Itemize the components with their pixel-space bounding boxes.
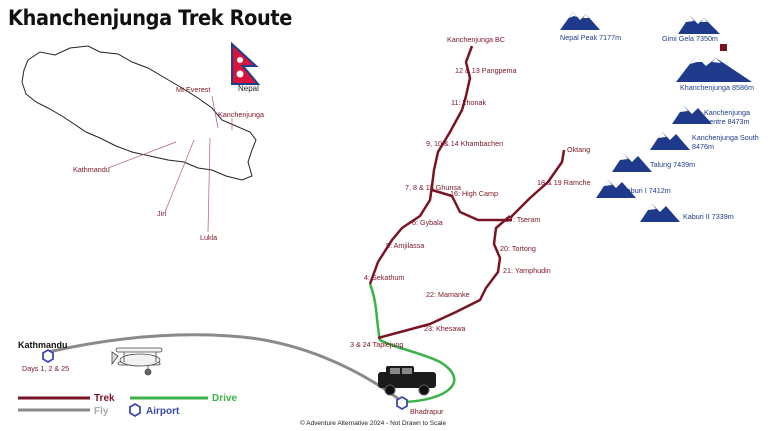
peak-icon: [678, 16, 720, 34]
label-khambachen: 9, 10 & 14 Khambachen: [426, 139, 503, 148]
trek-route: [368, 45, 566, 340]
label-ramche: 18 & 19 Ramche: [537, 178, 591, 187]
label-tseram: 17: Tseram: [505, 215, 540, 224]
peak-icon: [650, 132, 690, 150]
map-title: Khanchenjunga Trek Route: [8, 6, 292, 30]
drive-route: [368, 283, 456, 404]
bhadrapur-airport-icon: [396, 395, 408, 411]
label-high-camp: 16: High Camp: [450, 189, 498, 198]
label-khanchenjunga: Khanchenjunga 8586m: [680, 83, 754, 92]
label-gimi-gela: Gimi Gela 7350m: [662, 34, 718, 43]
peaks: Nepal Peak 7177m Gimi Gela 7350m Khanche…: [560, 12, 759, 222]
peak-icon: [560, 12, 600, 30]
nepal-flag-icon: [231, 41, 261, 85]
inset-label-everest: Mt Everest: [176, 85, 210, 94]
inset-leader-lines: [107, 95, 233, 233]
label-kanchenjunga-south-2: 8476m: [692, 142, 714, 151]
label-kaburi-ii: Kaburi II 7339m: [683, 212, 734, 221]
route-labels: Kanchenjunga BC 12 & 13 Pangpema 11: Lho…: [350, 35, 591, 416]
label-kaburi-i: Kaburi I 7412m: [622, 186, 671, 195]
peak-icon: [596, 180, 636, 198]
peak-icon: [640, 204, 680, 222]
legend-drive-label: Drive: [212, 393, 237, 404]
label-yamphudin: 21: Yamphudin: [503, 266, 551, 275]
label-kanchenjunga-centre-1: Kanchenjunga: [704, 108, 750, 117]
label-gybala: 6: Gybala: [412, 218, 443, 227]
peak-icon: [672, 106, 712, 124]
label-kanchenjunga-centre-2: Centre 8473m: [704, 117, 750, 126]
label-amjilassa: 5: Amjilassa: [386, 241, 424, 250]
base-marker-icon: [720, 44, 727, 51]
label-lhonak: 11: Lhonak: [451, 98, 486, 107]
inset-label-kanchenjunga: Kanchenjunga: [218, 110, 264, 119]
legend-airport-label: Airport: [146, 406, 180, 417]
footer-copyright: © Adventure Alternative 2024 - Not Drawn…: [300, 419, 446, 427]
legend-trek-label: Trek: [94, 393, 115, 404]
label-tortong: 20: Tortong: [500, 244, 536, 253]
label-ghunsa: 7, 8 & 15 Ghunsa: [405, 183, 461, 192]
kathmandu-airport-icon: [42, 348, 54, 364]
inset-label-lukla: Lukla: [200, 233, 217, 242]
inset-label-jiri: Jiri: [157, 209, 167, 218]
label-oktang: Oktang: [567, 145, 590, 154]
label-bhadrapur: Bhadrapur: [410, 407, 444, 416]
inset-label-kathmandu: Kathmandu: [73, 165, 110, 174]
label-kanchenjunga-south-1: Kanchenjunga South: [692, 133, 759, 142]
label-khesawa: 23: Khesawa: [424, 324, 466, 333]
peak-icon: [612, 154, 652, 172]
label-taplejung: 3 & 24 Taplejung: [350, 340, 403, 349]
peak-icon: [676, 56, 752, 82]
label-kathmandu-days: Days 1, 2 & 25: [22, 364, 69, 373]
label-nepal-peak: Nepal Peak 7177m: [560, 33, 621, 42]
nepal-outline-map: Mt Everest Kanchenjunga Kathmandu Jiri L…: [21, 45, 264, 242]
jeep-icon: [378, 366, 436, 396]
nepal-border: [21, 45, 257, 181]
label-pangpema: 12 & 13 Pangpema: [455, 66, 517, 75]
label-mamanke: 22: Mamanke: [426, 290, 470, 299]
legend: Trek Drive Fly Airport: [18, 393, 237, 418]
label-talung: Talung 7439m: [650, 160, 695, 169]
label-sekathum: 4: Sekathum: [364, 273, 404, 282]
nepal-flag-label: Nepal: [238, 84, 259, 93]
label-kathmandu: Kathmandu: [18, 340, 68, 350]
biplane-icon: [111, 347, 163, 376]
label-kanchenjunga-bc: Kanchenjunga BC: [447, 35, 505, 44]
legend-fly-label: Fly: [94, 406, 109, 417]
fly-route: [47, 333, 401, 402]
legend-airport-icon: [129, 402, 141, 418]
